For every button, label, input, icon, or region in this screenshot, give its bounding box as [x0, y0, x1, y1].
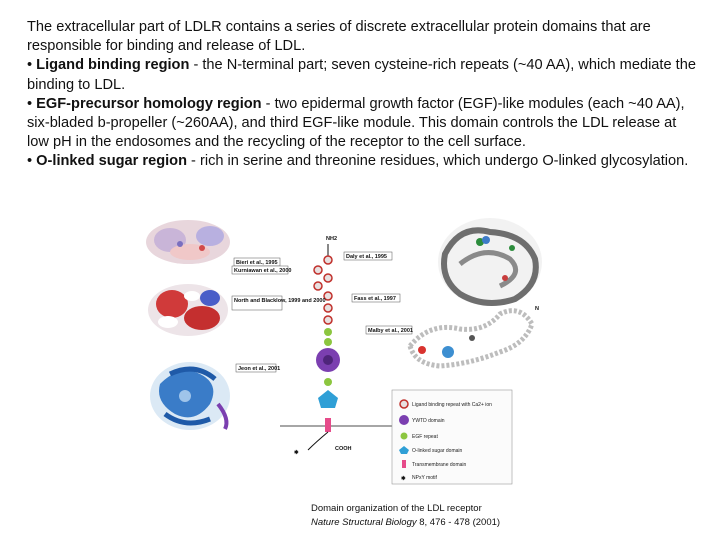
o-linked-sugar-domain — [318, 390, 338, 408]
nh2-label: NH2 — [326, 236, 337, 242]
ref-label: Daly et al., 1995 — [346, 254, 387, 260]
legend-label: YWTD domain — [412, 418, 445, 424]
figure-caption: Domain organization of the LDL receptor … — [311, 502, 500, 530]
bullet-marker: • — [27, 153, 33, 170]
egf-repeats — [324, 328, 332, 346]
caption-journal: Nature Structural Biology — [311, 517, 417, 528]
ref-label: Jeon et al., 2001 — [238, 366, 280, 372]
legend-label: Ligand binding repeat with Ca2+ ion — [412, 402, 492, 408]
cooh-label: COOH — [335, 446, 352, 452]
bullet-olinked: • O-linked sugar region - rich in serine… — [27, 152, 699, 171]
ref-label: Bieri et al., 1995 — [236, 260, 278, 266]
ribbon-structure-top-right — [438, 218, 542, 306]
intro-paragraph: The extracellular part of LDLR contains … — [27, 19, 651, 55]
transmembrane-domain — [325, 418, 331, 432]
bullet-ligand: • Ligand binding region - the N-terminal… — [27, 56, 699, 94]
legend-label: Transmembrane domain — [412, 462, 467, 468]
bullet-marker: • — [27, 95, 33, 112]
ref-label: Malby et al., 2001 — [368, 328, 413, 334]
domain-chain: NH2 ✱ COOH — [280, 236, 420, 456]
npxy-legend-marker: ✱ — [401, 475, 406, 482]
ref-label: Kurniawan et al., 2000 — [234, 268, 291, 274]
reference-labels: Daly et al., 1995 Bieri et al., 1995 Kur… — [231, 251, 413, 373]
bullet-text: - the N-terminal part; seven cysteine-ri… — [27, 57, 696, 93]
bullet-term: Ligand binding region — [36, 57, 190, 74]
legend-label: EGF repeat — [412, 434, 438, 440]
ref-label: North and Blacklow, 1999 and 2000 — [234, 298, 326, 304]
npxy-motif-marker: ✱ — [294, 449, 299, 456]
bullet-term: O-linked sugar region — [36, 153, 187, 170]
bullet-text: - two epidermal growth factor (EGF)-like… — [27, 95, 685, 151]
ligand-repeats — [313, 255, 333, 325]
ldlr-domain-figure: N NH2 ✱ COOH Daly et al. — [146, 218, 542, 485]
ref-label: Fass et al., 1997 — [354, 296, 396, 302]
bullet-egf: • EGF-precursor homology region - two ep… — [27, 95, 699, 153]
caption-title: Domain organization of the LDL receptor — [311, 503, 482, 514]
caption-volume: 8, 476 - 478 (2001) — [416, 517, 501, 528]
n-terminus-label: N — [535, 306, 539, 312]
bead-chain-structure: N — [407, 306, 539, 369]
body-text: The extracellular part of LDLR contains … — [27, 18, 699, 172]
surface-structure-top — [146, 220, 230, 264]
figure-legend: Ligand binding repeat with Ca2+ ion YWTD… — [391, 389, 513, 485]
propeller-structure — [150, 362, 230, 430]
surface-structure-middle — [148, 284, 228, 336]
bullet-term: EGF-precursor homology region — [36, 95, 262, 112]
legend-label: O-linked sugar domain — [412, 448, 463, 454]
egf-repeat-third — [324, 378, 332, 386]
bullet-marker: • — [27, 57, 33, 74]
bullet-text: - rich in serine and threonine residues,… — [187, 153, 689, 170]
ywtd-domain — [316, 348, 340, 372]
caption-citation: Nature Structural Biology 8, 476 - 478 (… — [311, 516, 500, 530]
legend-label: NPxY motif — [412, 475, 438, 481]
